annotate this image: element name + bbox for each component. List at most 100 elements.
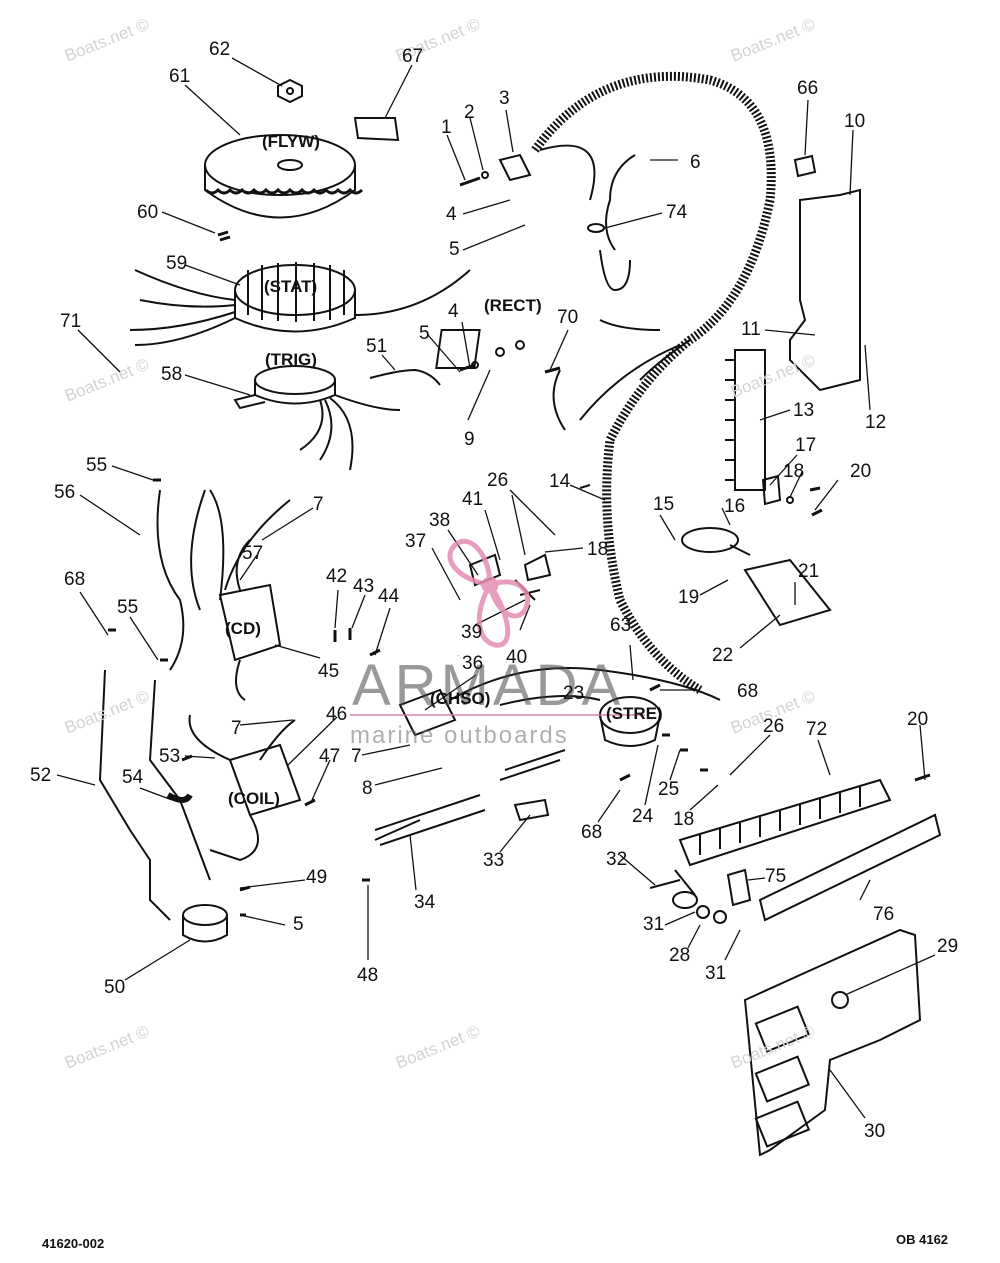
choke-36 bbox=[398, 688, 457, 737]
part-number: 5 bbox=[293, 914, 304, 935]
tag-stat: (STAT) bbox=[264, 277, 318, 296]
part-number: 75 bbox=[765, 866, 787, 887]
part-number: 26 bbox=[487, 470, 509, 491]
mounting-plate-30 bbox=[743, 928, 922, 1157]
part-number: 16 bbox=[724, 496, 746, 517]
tag-cd: (CD) bbox=[225, 619, 261, 638]
part-number: 58 bbox=[161, 364, 183, 385]
plate-21 bbox=[743, 558, 832, 627]
part-number: 47 bbox=[319, 746, 341, 767]
trigger-part bbox=[233, 365, 401, 471]
part-number: 60 bbox=[137, 202, 159, 223]
part-number: 72 bbox=[806, 719, 828, 740]
part-number: 68 bbox=[737, 681, 759, 702]
part-number: 8 bbox=[362, 778, 373, 799]
part-number: 59 bbox=[166, 253, 188, 274]
part-number: 45 bbox=[318, 661, 340, 682]
stator-part bbox=[129, 262, 471, 346]
tag-trig: (TRIG) bbox=[265, 350, 317, 369]
part-number: 74 bbox=[666, 202, 688, 223]
part-number: 30 bbox=[864, 1121, 886, 1142]
part-number: 54 bbox=[122, 767, 144, 788]
bar-76 bbox=[758, 813, 942, 922]
part-number: 19 bbox=[678, 587, 700, 608]
part-number: 70 bbox=[557, 307, 579, 328]
part-number: 41 bbox=[462, 489, 484, 510]
part-number: 13 bbox=[793, 400, 815, 421]
part-number: 23 bbox=[563, 683, 585, 704]
tag-stre: (STRE) bbox=[606, 704, 663, 723]
fuse-32 bbox=[649, 869, 727, 924]
logo-word: ARMADA bbox=[352, 653, 625, 718]
part-number: 12 bbox=[865, 412, 887, 433]
part-number: 43 bbox=[353, 576, 375, 597]
part-number: 50 bbox=[104, 977, 126, 998]
part-number: 7 bbox=[313, 494, 324, 515]
part-number: 56 bbox=[54, 482, 76, 503]
strip-67 bbox=[353, 117, 400, 142]
logo-divider bbox=[350, 714, 645, 716]
part-number: 18 bbox=[673, 809, 695, 830]
part-number: 37 bbox=[405, 531, 427, 552]
part-number: 1 bbox=[441, 117, 452, 138]
part-number: 34 bbox=[414, 892, 436, 913]
part-number: 40 bbox=[506, 647, 528, 668]
leader-lines bbox=[56, 57, 936, 1119]
part-number: 4 bbox=[446, 204, 457, 225]
part-number: 55 bbox=[117, 597, 139, 618]
switch-16 bbox=[681, 527, 751, 556]
part-number: 49 bbox=[306, 867, 328, 888]
solenoid-50 bbox=[182, 904, 228, 943]
harness-14 bbox=[531, 71, 776, 694]
terminal-block-13 bbox=[725, 349, 766, 491]
part-number: 10 bbox=[844, 111, 866, 132]
part-number: 63 bbox=[610, 615, 632, 636]
part-number: 38 bbox=[429, 510, 451, 531]
part-number: 11 bbox=[741, 319, 761, 340]
part-number: 55 bbox=[86, 455, 108, 476]
clip-66 bbox=[793, 154, 817, 178]
part-number: 71 bbox=[60, 311, 82, 332]
part-number: 21 bbox=[798, 561, 820, 582]
part-number: 67 bbox=[402, 46, 424, 67]
part-number: 31 bbox=[643, 914, 665, 935]
part-number: 68 bbox=[64, 569, 86, 590]
part-number: 15 bbox=[653, 494, 675, 515]
part-number: 26 bbox=[763, 716, 785, 737]
part-number: 48 bbox=[357, 965, 379, 986]
tag-chso: (CHSO) bbox=[430, 689, 491, 708]
part-number: 61 bbox=[169, 66, 191, 87]
part-number: 53 bbox=[159, 746, 181, 767]
part-number: 20 bbox=[907, 709, 929, 730]
diagram-code-left: 41620-002 bbox=[42, 1236, 105, 1251]
part-number: 36 bbox=[462, 653, 484, 674]
part-number: 4 bbox=[448, 301, 459, 322]
tag-rect: (RECT) bbox=[484, 296, 542, 315]
flywheel-part bbox=[204, 134, 364, 219]
propeller-icon bbox=[447, 538, 530, 648]
tag-flyw: (FLYW) bbox=[262, 132, 320, 151]
part-number: 18 bbox=[783, 461, 805, 482]
coil-part bbox=[188, 714, 302, 862]
part-number: 25 bbox=[658, 779, 680, 800]
part-number: 62 bbox=[209, 39, 231, 60]
part-number: 9 bbox=[464, 429, 475, 450]
part-number: 51 bbox=[366, 336, 388, 357]
part-number: 2 bbox=[464, 102, 475, 123]
part-number: 46 bbox=[326, 704, 348, 725]
part-number: 29 bbox=[937, 936, 959, 957]
part-number: 39 bbox=[461, 622, 483, 643]
part-number: 5 bbox=[449, 239, 460, 260]
part-number: 66 bbox=[797, 78, 819, 99]
cd-module-part bbox=[190, 489, 291, 701]
clip-33 bbox=[513, 798, 550, 822]
wire-51 bbox=[369, 368, 441, 386]
tag-coil: (COIL) bbox=[228, 789, 280, 808]
part-number: 20 bbox=[850, 461, 872, 482]
wires-34 bbox=[374, 794, 486, 846]
part-number: 57 bbox=[242, 543, 264, 564]
part-number: 31 bbox=[705, 963, 727, 984]
rectifier-part bbox=[435, 329, 525, 369]
part-number: 22 bbox=[712, 645, 734, 666]
